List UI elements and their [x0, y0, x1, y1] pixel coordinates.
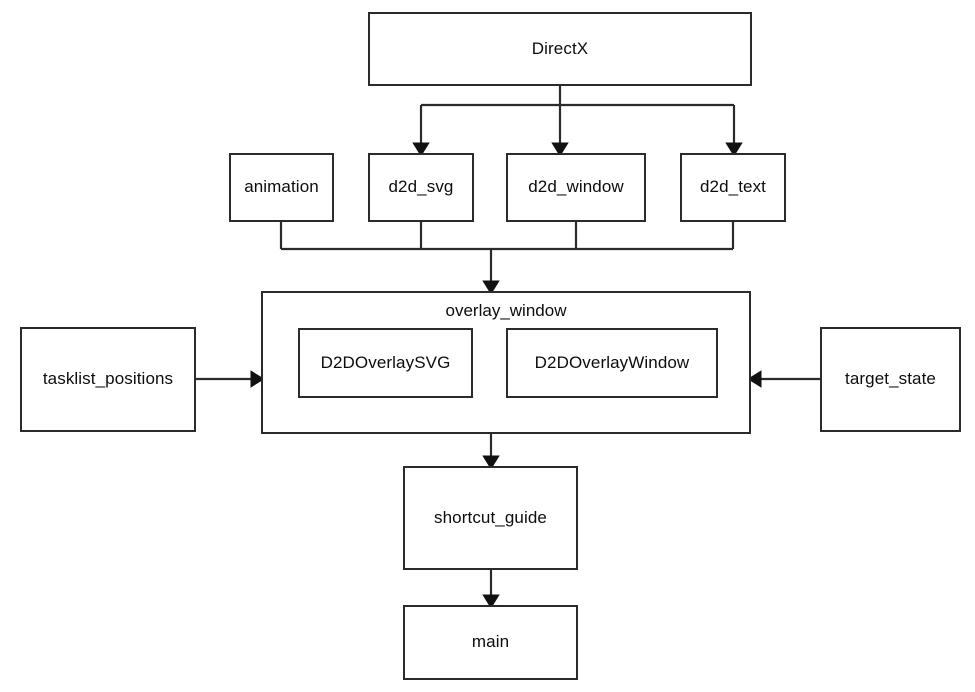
node-d2doverlaywindow-label: D2DOverlayWindow	[534, 352, 690, 372]
node-d2d-window-label: d2d_window	[528, 177, 624, 197]
node-main[interactable]: main	[403, 605, 578, 680]
node-target-state[interactable]: target_state	[820, 327, 961, 432]
cluster-overlay-window-label: overlay_window	[445, 301, 567, 320]
node-directx-label: DirectX	[531, 38, 589, 58]
node-d2doverlaysvg[interactable]: D2DOverlaySVG	[298, 328, 473, 398]
node-d2doverlaysvg-label: D2DOverlaySVG	[320, 352, 451, 372]
node-shortcut-guide[interactable]: shortcut_guide	[403, 466, 578, 570]
node-shortcut-guide-label: shortcut_guide	[434, 507, 547, 527]
node-d2d-window[interactable]: d2d_window	[506, 153, 646, 222]
node-d2d-text-label: d2d_text	[699, 177, 767, 197]
node-animation-label: animation	[244, 177, 319, 197]
node-d2doverlaywindow[interactable]: D2DOverlayWindow	[506, 328, 718, 398]
node-d2d-text[interactable]: d2d_text	[680, 153, 786, 222]
node-d2d-svg-label: d2d_svg	[388, 177, 454, 197]
node-target-state-label: target_state	[845, 369, 936, 389]
node-animation[interactable]: animation	[229, 153, 334, 222]
node-tasklist-positions[interactable]: tasklist_positions	[20, 327, 196, 432]
node-d2d-svg[interactable]: d2d_svg	[368, 153, 474, 222]
node-directx[interactable]: DirectX	[368, 12, 752, 86]
node-main-label: main	[471, 632, 510, 652]
node-tasklist-positions-label: tasklist_positions	[42, 369, 174, 389]
